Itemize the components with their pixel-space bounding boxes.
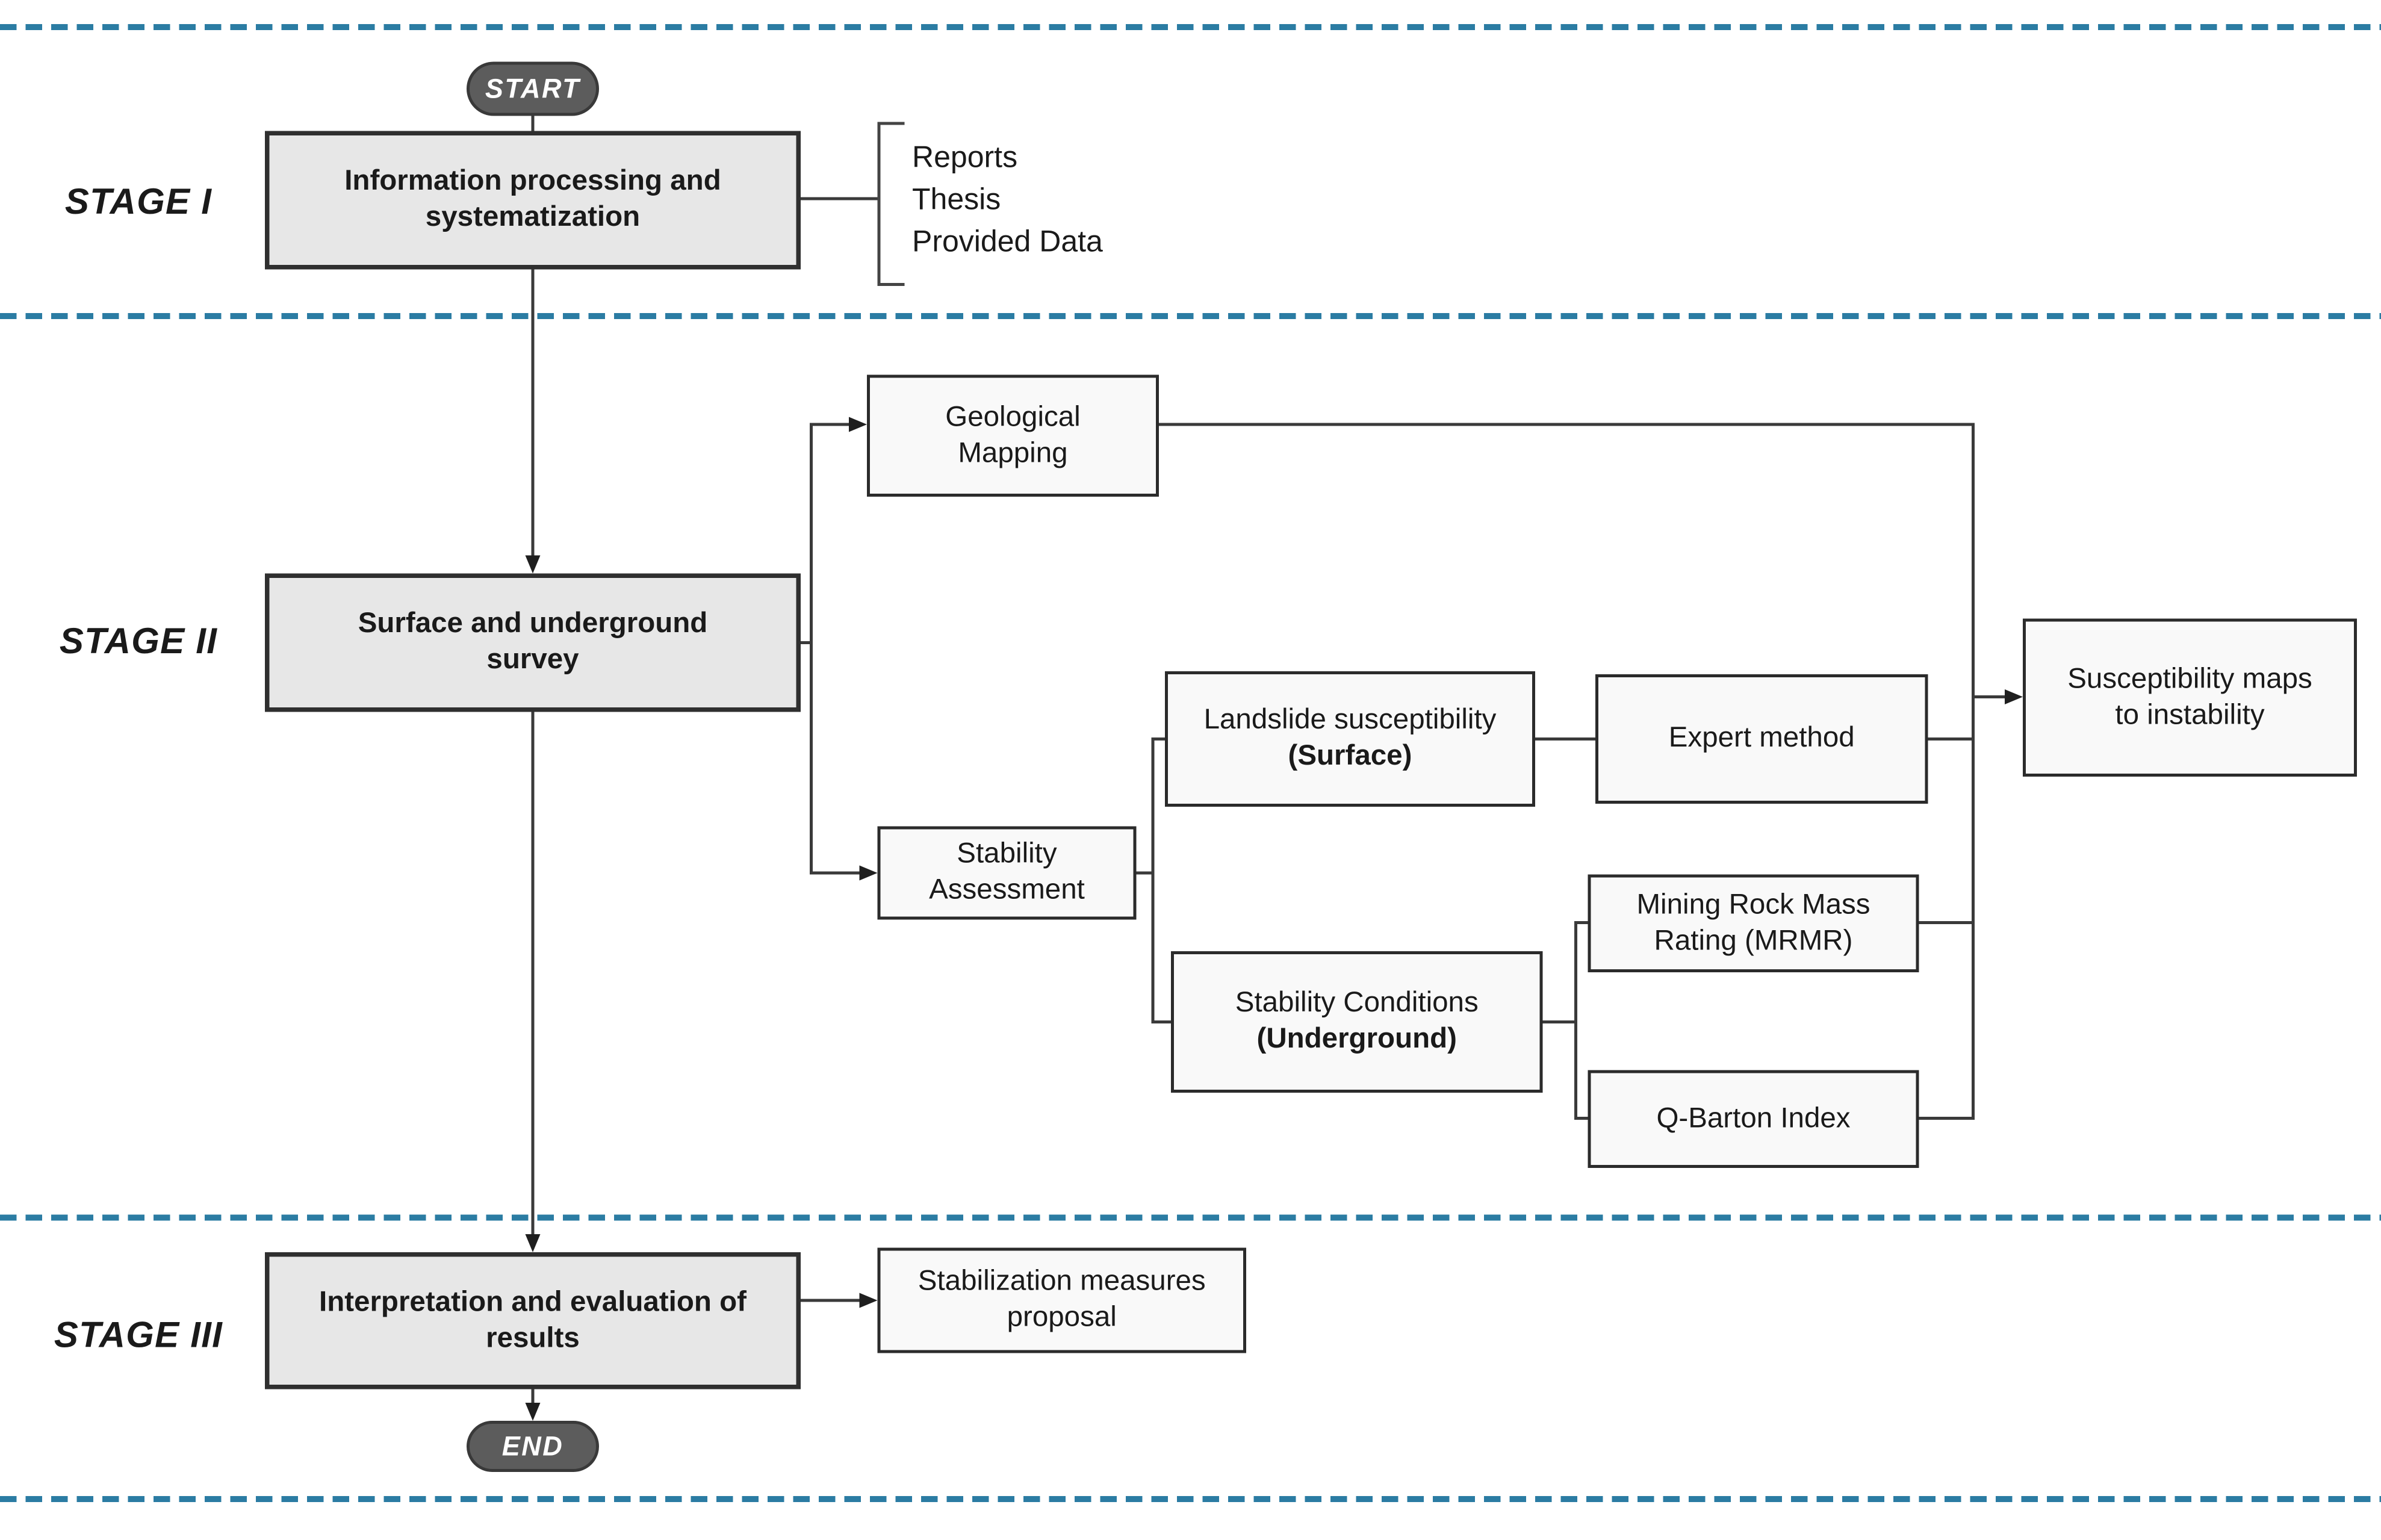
source-item-reports: Reports bbox=[912, 141, 1018, 175]
stage-3-label: STAGE III bbox=[54, 1315, 223, 1356]
arrowhead-into-stability-assessment bbox=[859, 865, 878, 880]
connector-branch-stability-assessment bbox=[810, 871, 863, 875]
stage-2-label: STAGE II bbox=[59, 621, 218, 663]
stage-divider-bottom bbox=[0, 1496, 2381, 1502]
stage-1-label: STAGE I bbox=[64, 182, 213, 223]
arrowhead-into-end bbox=[524, 1403, 540, 1421]
connector-survey-branch bbox=[801, 641, 813, 644]
connector-qbarton-rightrail bbox=[1919, 1117, 1975, 1120]
connector-survey-interpretation bbox=[531, 712, 535, 1237]
stage-divider-top bbox=[0, 24, 2381, 30]
connector-stability-conditions-rail bbox=[1542, 1020, 1576, 1023]
source-item-thesis: Thesis bbox=[912, 184, 1001, 217]
node-stabilization-measures: Stabilization measures proposal bbox=[877, 1247, 1246, 1353]
connector-info-bracket bbox=[801, 197, 878, 200]
end-terminal: END bbox=[467, 1421, 599, 1472]
stability-conditions-line1: Stability Conditions bbox=[1235, 987, 1479, 1020]
connector-geological-rightrail bbox=[1159, 423, 1975, 426]
connector-rail-landslide bbox=[1151, 737, 1165, 741]
stage-divider-2-3 bbox=[0, 1214, 2381, 1221]
branch-rail-survey bbox=[810, 423, 813, 875]
connector-stability-assessment-rail bbox=[1136, 871, 1153, 875]
connector-interpretation-stabilization bbox=[801, 1299, 863, 1302]
arrowhead-into-survey bbox=[524, 555, 540, 574]
node-susceptibility-maps: Susceptibility maps to instability bbox=[2023, 618, 2357, 777]
arrowhead-into-geological bbox=[849, 416, 867, 432]
node-qbarton-index: Q-Barton Index bbox=[1588, 1070, 1919, 1168]
node-landslide-susceptibility: Landslide susceptibility (Surface) bbox=[1165, 671, 1535, 807]
start-terminal: START bbox=[467, 61, 599, 116]
landslide-line2: (Surface) bbox=[1288, 741, 1412, 772]
branch-rail-assessment bbox=[1151, 737, 1155, 1023]
connector-landslide-expert bbox=[1535, 737, 1595, 741]
arrowhead-into-interpretation bbox=[524, 1234, 540, 1252]
connector-mrmr-rightrail bbox=[1919, 921, 1975, 924]
connector-rail-susceptibility bbox=[1972, 695, 2008, 698]
stability-conditions-line2: (Underground) bbox=[1256, 1023, 1457, 1055]
node-expert-method: Expert method bbox=[1595, 674, 1928, 804]
node-interpretation-evaluation: Interpretation and evaluation of results bbox=[265, 1252, 801, 1389]
sources-bracket bbox=[877, 122, 905, 286]
node-information-processing: Information processing and systematizati… bbox=[265, 131, 801, 270]
node-surface-underground-survey: Surface and underground survey bbox=[265, 573, 801, 712]
connector-expert-rightrail bbox=[1928, 737, 1975, 741]
connector-start-info bbox=[531, 116, 535, 131]
connector-interpretation-end bbox=[531, 1389, 535, 1406]
connector-rail-mrmr bbox=[1574, 921, 1588, 924]
landslide-line1: Landslide susceptibility bbox=[1203, 704, 1497, 737]
source-item-provided-data: Provided Data bbox=[912, 226, 1103, 259]
node-geological-mapping: Geological Mapping bbox=[867, 374, 1159, 497]
stage-divider-1-2 bbox=[0, 313, 2381, 319]
node-stability-conditions: Stability Conditions (Underground) bbox=[1171, 951, 1543, 1093]
node-stability-assessment: Stability Assessment bbox=[877, 826, 1137, 920]
arrowhead-into-stabilization bbox=[859, 1292, 878, 1308]
source-items: Reports Thesis Provided Data bbox=[912, 137, 1103, 264]
connector-info-survey bbox=[531, 269, 535, 559]
arrowhead-into-susceptibility bbox=[2005, 688, 2023, 704]
connector-rail-stability-conditions bbox=[1151, 1020, 1171, 1023]
right-convergence-rail bbox=[1972, 423, 1975, 1120]
connector-branch-geological bbox=[810, 423, 852, 426]
node-mrmr: Mining Rock Mass Rating (MRMR) bbox=[1588, 874, 1919, 972]
branch-rail-conditions bbox=[1574, 921, 1577, 1120]
connector-rail-qbarton bbox=[1574, 1117, 1588, 1120]
